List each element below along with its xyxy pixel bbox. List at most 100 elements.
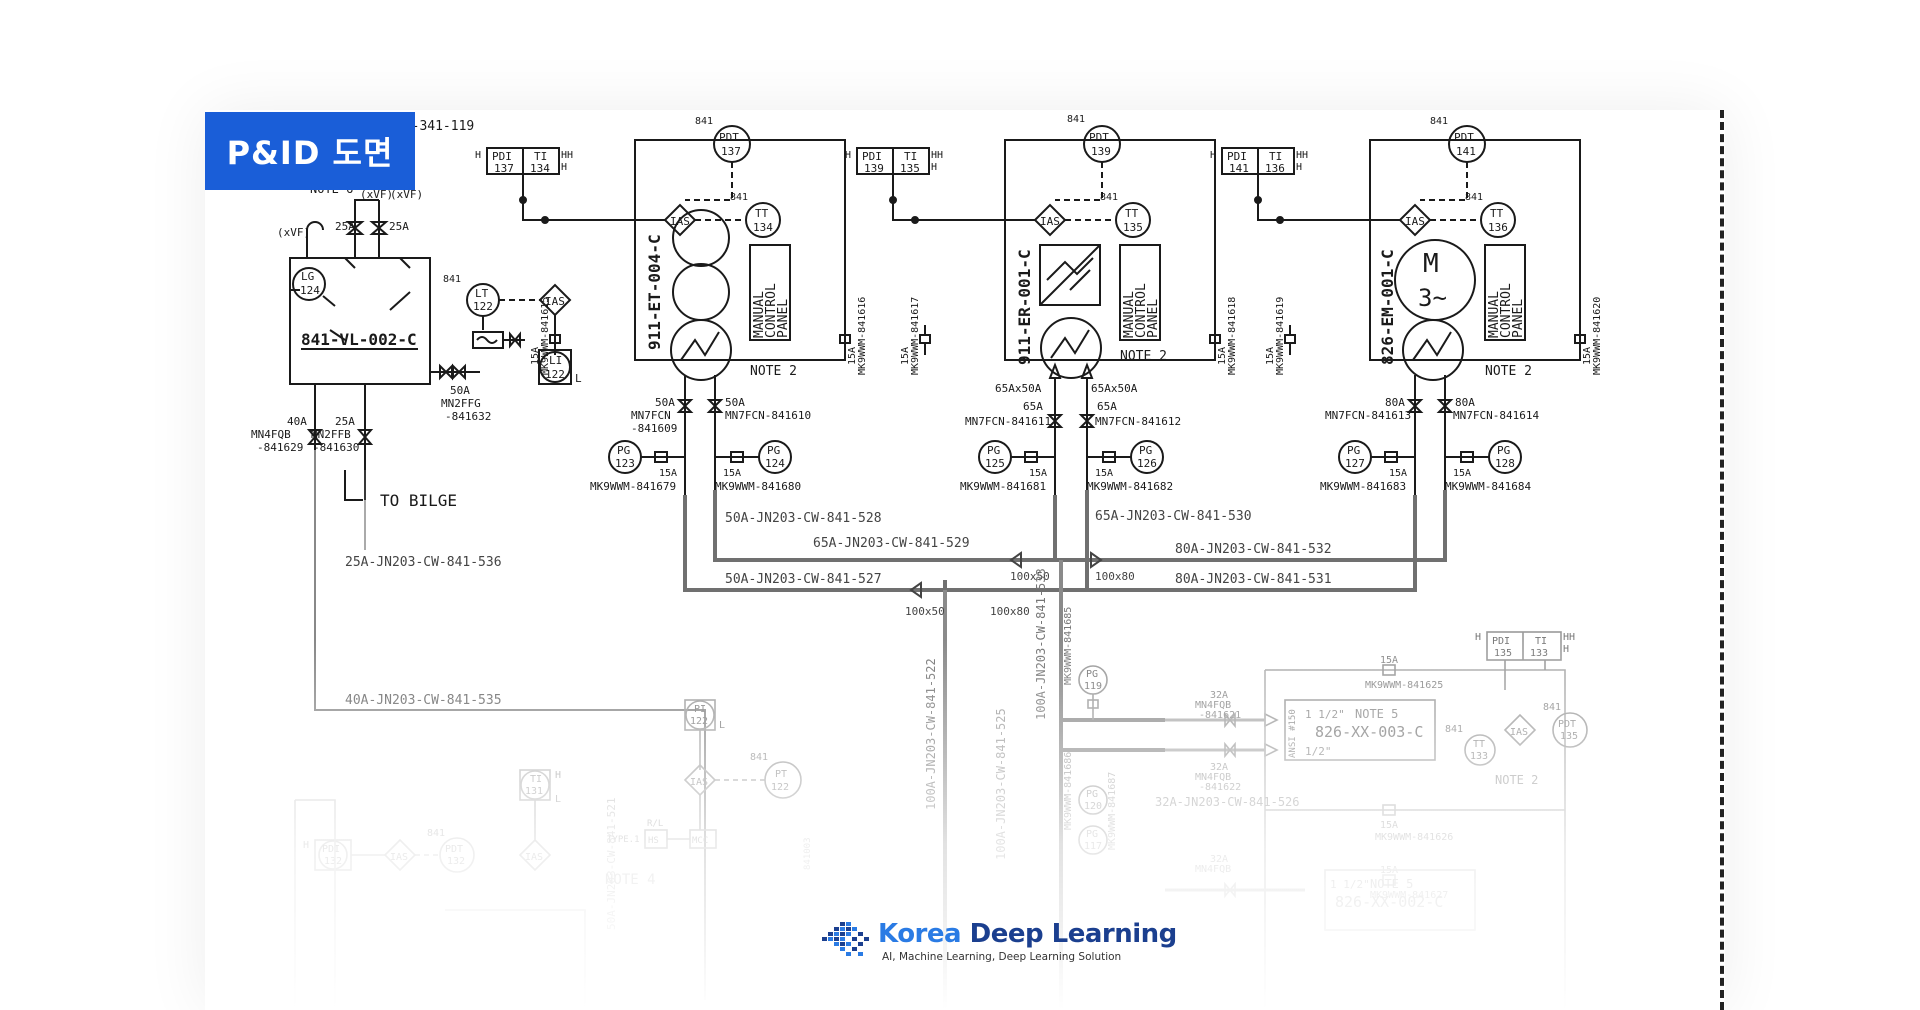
- unit3-hh: HH: [1296, 150, 1308, 161]
- pg119-number: 119: [1084, 681, 1102, 692]
- unit1-ias: IAS: [670, 215, 690, 228]
- box2-note: NOTE 5: [1370, 877, 1413, 891]
- unit1-panel-1: MANUAL: [752, 291, 767, 338]
- unit1-tag: 911-ET-004-C: [645, 234, 664, 350]
- pi-number: 122: [690, 716, 708, 727]
- unit2-pdi-number: 139: [864, 162, 884, 175]
- unit1-pg-left-number: 123: [615, 457, 635, 470]
- unit1-pg-right-number: 124: [765, 457, 785, 470]
- unit-3: PDI 141 TI 136 H HH H PDT 141 841: [1210, 116, 1603, 495]
- unit2-pg-left-number: 125: [985, 457, 1005, 470]
- logo-pixel: [840, 947, 845, 951]
- line-531-label: 80A-JN203-CW-841-531: [1175, 572, 1332, 587]
- xvf-left: (xVF): [277, 226, 310, 239]
- unit2-pg-right-number: 126: [1137, 457, 1157, 470]
- logo-pixel: [840, 922, 845, 926]
- pi-ias: IAS: [690, 777, 708, 788]
- box2-sz: 1 1/2": [1330, 878, 1370, 891]
- unit3-pdt-label: PDT: [1454, 131, 1474, 144]
- box1-side: ANSI #150: [1288, 709, 1298, 758]
- unit3-h-right: H: [1296, 162, 1302, 173]
- line-528-label: 50A-JN203-CW-841-528: [725, 511, 882, 526]
- to-bilge-label: TO BILGE: [380, 491, 457, 510]
- unit1-mk-left: MK9WWM-841679: [590, 480, 676, 493]
- unit2-tt-label: TT: [1125, 207, 1139, 220]
- ti135-label: TI: [1535, 636, 1547, 647]
- unit2-ti-number: 135: [900, 162, 920, 175]
- unit2-panel-1: MANUAL: [1122, 291, 1137, 338]
- logo-pixel: [846, 922, 851, 926]
- unit-1: PDI 137 TI 134 H HH H PDT 137 841: [475, 116, 868, 495]
- logo-pixel: [840, 937, 845, 941]
- line-535-label: 40A-JN203-CW-841-535: [345, 693, 502, 708]
- lg-label: LG: [301, 270, 314, 283]
- v525-label: 100A-JN203-CW-841-525: [994, 708, 1008, 860]
- lt-num: 841: [443, 274, 461, 285]
- ti131-ias: IAS: [525, 852, 543, 863]
- unit1-pdt-num: 841: [695, 116, 713, 127]
- unit3-pg-left-number: 127: [1345, 457, 1365, 470]
- reducer-100x80-a: 100x80: [990, 605, 1030, 618]
- logo-pixel: [828, 937, 833, 941]
- unit2-pdt-number: 139: [1091, 145, 1111, 158]
- line-529-label: 65A-JN203-CW-841-529: [813, 536, 970, 551]
- unit2-panel-3: PANEL: [1146, 299, 1161, 338]
- unit2-mk-right: MK9WWM-841682: [1087, 480, 1173, 493]
- unit1-left-15a: 15A: [530, 347, 541, 365]
- tt133-number: 133: [1470, 751, 1488, 762]
- fqb1-num: -841621: [1199, 710, 1241, 721]
- header-reducers: [909, 551, 1103, 599]
- lt-label: LT: [475, 287, 489, 300]
- pid-drawing-sheet: JN203-WP-341-119 LG 124 841-VL-002-C: [205, 110, 1725, 1010]
- line-530-label: 65A-JN203-CW-841-530: [1095, 509, 1252, 524]
- unit1-15a-left: 15A: [659, 468, 677, 479]
- pdt132-num: 841: [427, 828, 445, 839]
- unit3-right-size: 80A: [1455, 396, 1475, 409]
- ti131-label: TI: [530, 774, 542, 785]
- pdt135-num: 841: [1543, 702, 1561, 713]
- bottom-right-size: 25A: [335, 415, 355, 428]
- logo-brand: Korea Deep Learning: [878, 919, 1177, 949]
- logo-pixel: [834, 927, 839, 931]
- ti131-number: 131: [525, 786, 543, 797]
- mk625-15a: 15A: [1380, 655, 1398, 666]
- mk626-15a: 15A: [1380, 820, 1398, 831]
- mk687-label: MK9WWM-841687: [1107, 772, 1118, 850]
- pdi132-number: 132: [324, 856, 342, 867]
- lower-ias: IAS: [1510, 727, 1528, 738]
- unit2-pdt-label: PDT: [1089, 131, 1109, 144]
- pi-suffix: L: [719, 720, 725, 731]
- unit3-pdi-number: 141: [1229, 162, 1249, 175]
- ti135-number: 133: [1530, 648, 1548, 659]
- unit3-h-left: H: [1210, 150, 1216, 161]
- logo-pixel: [828, 932, 833, 936]
- lt-ias: IAS: [545, 295, 565, 308]
- unit2-right-fcn: MN7FCN-841612: [1095, 415, 1181, 428]
- unit2-left-mk: MK9WWM-841617: [910, 297, 921, 375]
- bilge-line-label: 25A-JN203-CW-841-536: [345, 555, 502, 570]
- unit3-tag: 826-EM-001-C: [1378, 249, 1397, 365]
- unit3-panel-3: PANEL: [1511, 299, 1526, 338]
- unit1-note2: NOTE 2: [750, 364, 797, 379]
- unit3-pdt-num: 841: [1430, 116, 1448, 127]
- pg120-label: PG: [1086, 789, 1098, 800]
- unit1-left-fcn-num: -841609: [631, 422, 677, 435]
- mk625-label: MK9WWM-841625: [1365, 680, 1443, 691]
- unit1-h-right: H: [561, 162, 567, 173]
- logo-pixel: [846, 932, 851, 936]
- unit3-left-size: 80A: [1385, 396, 1405, 409]
- unit3-panel-1: MANUAL: [1487, 291, 1502, 338]
- unit3-pg-left-label: PG: [1347, 444, 1360, 457]
- unit3-ti-number: 136: [1265, 162, 1285, 175]
- pdi132-ias: IAS: [390, 852, 408, 863]
- mk626-label: MK9WWM-841626: [1375, 832, 1453, 843]
- unit1-pdi-number: 137: [494, 162, 514, 175]
- unit-2: PDI 139 TI 135 H HH H PDT 139 841: [845, 114, 1238, 495]
- unit1-panel-2: CONTROL: [764, 283, 779, 338]
- unit1-h-left: H: [475, 150, 481, 161]
- logo-pixel: [834, 937, 839, 941]
- logo-pixel: [858, 932, 863, 936]
- unit2-mk-left: MK9WWM-841681: [960, 480, 1046, 493]
- logo-pixel: [852, 927, 857, 931]
